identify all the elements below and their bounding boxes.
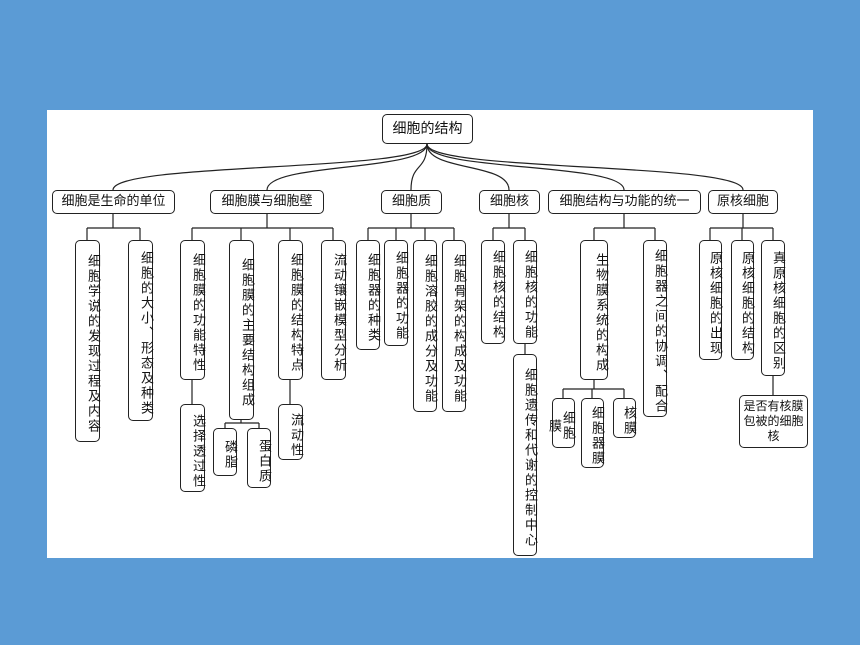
node-organelle-membrane: 细胞器膜 [581,398,604,468]
node-cell-theory: 细胞学说的发现过程及内容 [75,240,100,442]
concept-map-panel: 细胞的结构 细胞是生命的单位 细胞膜与细胞壁 细胞质 细胞核 细胞结构与功能的统… [47,110,813,558]
connector-line [266,143,428,191]
node-biomembrane-system: 生物膜系统的构成 [580,240,608,380]
node-organelle-types: 细胞器的种类 [356,240,380,350]
node-cell-size-shape: 细胞的大小、形态及种类 [128,240,153,421]
node-protein: 蛋白质 [247,428,271,488]
node-cytoskeleton: 细胞骨架的构成及功能 [442,240,466,412]
category-structure-function-unity: 细胞结构与功能的统一 [548,190,701,214]
node-selective-permeability: 选择透过性 [180,404,205,492]
category-cytoplasm: 细胞质 [381,190,442,214]
connector-line [426,143,510,191]
node-membrane-function: 细胞膜的功能特性 [180,240,205,380]
node-membrane-composition: 细胞膜的主要结构组成 [229,240,254,420]
node-fluid-mosaic-model: 流动镶嵌模型分析 [321,240,346,380]
node-nuclear-envelope-question: 是否有核膜包被的细胞核 [739,395,808,448]
node-plasma-membrane: 细胞膜 [546,398,575,448]
category-prokaryotic-cell: 原核细胞 [708,190,778,214]
category-nucleus: 细胞核 [479,190,540,214]
category-cell-unit-of-life: 细胞是生命的单位 [52,190,175,214]
node-prokaryote-origin: 原核细胞的出现 [699,240,722,360]
node-nucleus-function: 细胞核的功能 [513,240,537,344]
connector-lines [86,143,774,428]
node-fluidity: 流动性 [278,404,303,460]
node-phospholipid: 磷脂 [213,428,237,476]
node-organelle-functions: 细胞器的功能 [384,240,408,346]
node-control-center: 细胞遗传和代谢的控制中心 [513,354,537,556]
node-cytosol: 细胞溶胶的成分及功能 [413,240,437,412]
connector-line [112,143,428,191]
connector-line [426,143,744,191]
node-nuclear-membrane: 核膜 [613,398,636,438]
connector-line [426,143,625,191]
node-eu-prokaryote-difference: 真原核细胞的区别 [761,240,785,376]
node-membrane-structure-feature: 细胞膜的结构特点 [278,240,303,380]
node-nucleus-structure: 细胞核的结构 [481,240,505,344]
node-prokaryote-structure: 原核细胞的结构 [731,240,754,360]
node-organelle-coordination: 细胞器之间的协调、配合 [643,240,667,417]
root-node: 细胞的结构 [382,114,473,144]
category-membrane-and-wall: 细胞膜与细胞壁 [210,190,324,214]
connector-line [410,143,428,191]
